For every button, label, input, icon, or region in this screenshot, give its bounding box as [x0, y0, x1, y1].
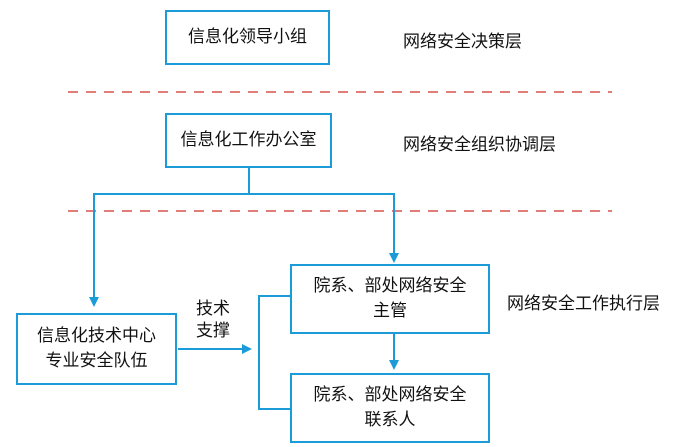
tech-center-box: 信息化技术中心 专业安全队伍 [16, 313, 177, 385]
tech-center-line-2: 专业安全队伍 [45, 351, 148, 371]
dept-supervisor-line-2: 主管 [373, 301, 407, 321]
leading-group-label: 信息化领导小组 [188, 27, 307, 47]
layer-label-coordination: 网络安全组织协调层 [403, 135, 556, 155]
leading-group-box: 信息化领导小组 [165, 10, 330, 65]
dept-supervisor-line-1: 院系、部处网络安全 [313, 276, 467, 296]
dept-supervisor-box: 院系、部处网络安全 主管 [290, 264, 490, 334]
tech-center-line-1: 信息化技术中心 [37, 326, 156, 346]
layer-label-execution: 网络安全工作执行层 [507, 294, 660, 314]
tech-support-line-1: 技术 [196, 299, 230, 319]
tech-support-line-2: 支撑 [196, 321, 230, 341]
tech-support-label: 技术 支撑 [188, 298, 238, 342]
dept-liaison-line-1: 院系、部处网络安全 [313, 385, 467, 405]
dept-bracket [258, 295, 290, 410]
dept-liaison-box: 院系、部处网络安全 联系人 [290, 373, 490, 443]
dept-liaison-line-2: 联系人 [364, 410, 416, 430]
layer-label-decision: 网络安全决策层 [403, 32, 522, 52]
connector-office-to-tech-center [89, 168, 250, 307]
connector-office-to-dept-supervisor [249, 193, 399, 263]
it-office-box: 信息化工作办公室 [165, 113, 332, 168]
it-office-label: 信息化工作办公室 [180, 130, 317, 150]
